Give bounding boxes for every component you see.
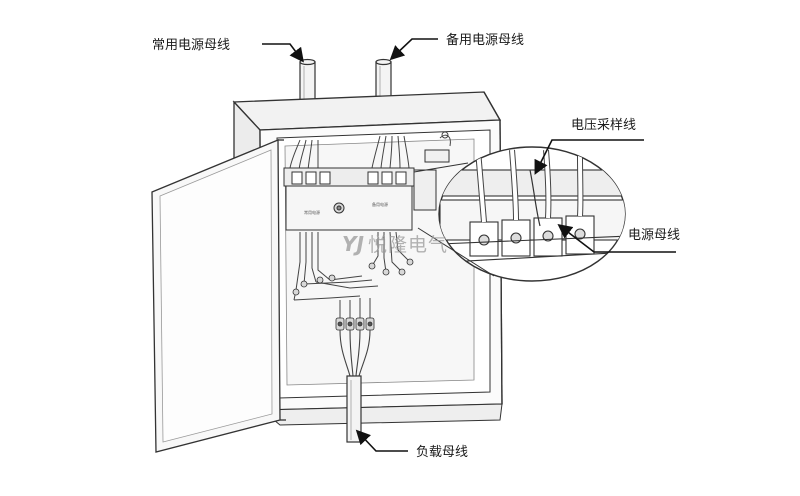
transfer-switch (283, 149, 450, 231)
top-cable-bundles (289, 131, 451, 171)
watermark-text: 悦隆电气 (368, 234, 448, 256)
device-left-marking: 常用电源 (304, 209, 320, 215)
arrow-normal-supply (262, 43, 304, 63)
arrow-backup-supply (389, 38, 438, 61)
zoom-connectors (413, 162, 495, 277)
label-voltage-sampling-line: 电压采样线 (571, 118, 636, 133)
arrow-load-bus (355, 429, 408, 452)
cabinet-door (151, 139, 286, 453)
arrow-power-bus (557, 224, 676, 253)
lower-wiring (293, 231, 411, 318)
load-pipe (346, 375, 362, 443)
arrow-voltage-sampling (534, 139, 644, 175)
watermark: YJ 悦隆电气 (342, 232, 448, 256)
label-normal-supply-bus: 常用电源母线 (152, 38, 230, 53)
label-load-bus: 负载母线 (416, 445, 468, 460)
watermark-logo: YJ (342, 232, 364, 256)
callout-arrows (262, 38, 676, 452)
load-cables (339, 329, 371, 377)
device-right-marking: 备用电源 (372, 201, 388, 207)
label-power-bus: 电源母线 (628, 228, 680, 243)
zoom-inset (438, 146, 626, 282)
label-backup-supply-bus: 备用电源母线 (446, 32, 524, 48)
